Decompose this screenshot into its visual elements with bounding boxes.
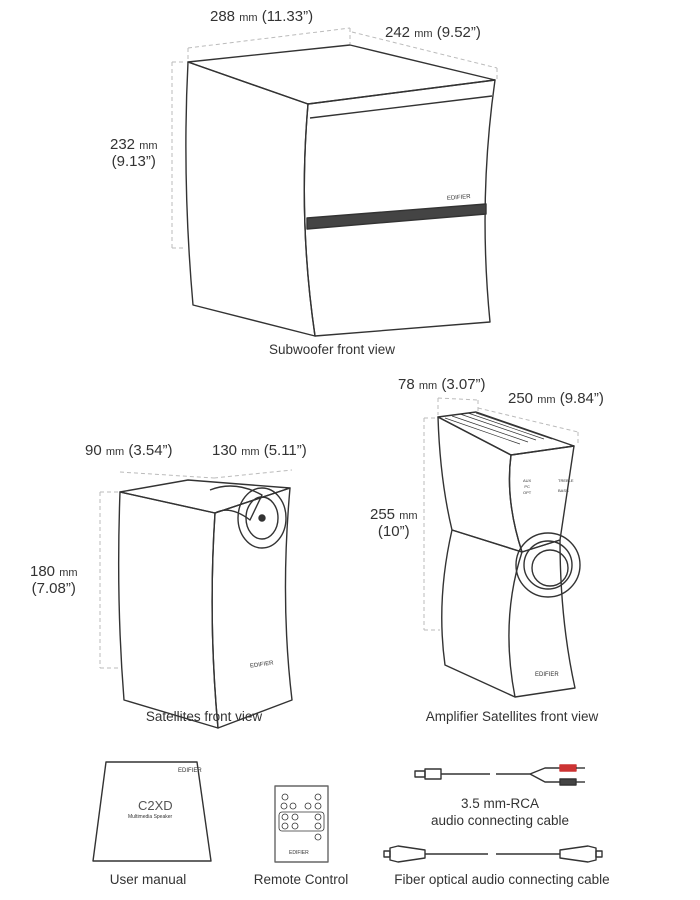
remote-control-drawing <box>274 785 329 863</box>
control-bass: BASS <box>558 488 569 493</box>
dim-value: 255 <box>370 506 396 523</box>
dim-inch: (10”) <box>377 523 410 540</box>
input-aux: AUX <box>523 478 532 483</box>
dim-unit: mm <box>241 446 260 458</box>
dim-inch: (11.33”) <box>261 8 314 25</box>
amplifier-drawing <box>437 411 581 698</box>
amplifier-width-label: 78 mm (3.07”) <box>398 376 486 393</box>
subwoofer-top <box>187 44 496 105</box>
dim-value: 250 <box>508 390 534 407</box>
subwoofer-band <box>306 203 487 230</box>
input-opt: OPT <box>523 490 532 495</box>
caption-line: audio connecting cable <box>430 813 570 828</box>
manual-brand: EDIFIER <box>178 768 202 774</box>
amplifier-dimension-lines <box>423 397 579 631</box>
dim-unit: mm <box>537 394 556 406</box>
rca-cable-caption: 3.5 mm-RCA audio connecting cable <box>431 795 569 829</box>
remote-brand: EDIFIER <box>289 850 309 856</box>
control-treble: TREBLE <box>558 478 574 483</box>
dim-value: 242 <box>385 24 411 41</box>
dim-unit: mm <box>139 140 158 152</box>
subwoofer-caption: Subwoofer front view <box>268 342 396 357</box>
amplifier-control-labels: TREBLE BASS <box>558 476 574 496</box>
dim-inch: (7.08”) <box>31 580 76 597</box>
subwoofer-front <box>303 79 496 337</box>
satellite-caption: Satellites front view <box>145 709 263 724</box>
input-pc: PC <box>524 484 530 489</box>
dim-value: 78 <box>398 376 415 393</box>
dim-unit: mm <box>418 380 438 392</box>
user-manual-drawing <box>92 761 212 862</box>
caption-line: 3.5 mm-RCA <box>460 796 540 811</box>
subwoofer-depth-label: 242 mm (9.52”) <box>385 24 481 41</box>
satellite-depth-label: 90 mm (3.54”) <box>85 442 173 459</box>
dim-unit: mm <box>105 446 125 458</box>
rca-cable-drawing <box>414 764 585 786</box>
optical-cable-caption: Fiber optical audio connecting cable <box>394 872 610 887</box>
dim-unit: mm <box>399 510 418 522</box>
dim-inch: (3.07”) <box>441 376 486 393</box>
dim-value: 288 <box>210 8 236 25</box>
amplifier-caption: Amplifier Satellites front view <box>425 709 599 724</box>
dim-inch: (9.13”) <box>111 153 156 170</box>
dim-unit: mm <box>239 12 258 24</box>
subwoofer-width-label: 288 mm (11.33”) <box>210 8 313 25</box>
dim-unit: mm <box>414 28 433 40</box>
dim-inch: (9.84”) <box>559 390 604 407</box>
dim-value: 180 <box>30 563 56 580</box>
satellite-width-label: 130 mm (5.11”) <box>212 442 307 459</box>
dim-value: 130 <box>212 442 238 459</box>
manual-subtitle: Multimedia Speaker <box>128 814 173 820</box>
dim-value: 90 <box>85 442 102 459</box>
dim-unit: mm <box>59 567 78 579</box>
manual-model: C2XD <box>138 798 173 813</box>
remote-caption: Remote Control <box>253 872 349 887</box>
dim-value: 232 <box>110 136 136 153</box>
amplifier-height-label: 255 mm(10”) <box>370 506 418 540</box>
dim-inch: (9.52”) <box>436 24 481 41</box>
satellite-dimension-lines <box>99 469 293 669</box>
dim-inch: (3.54”) <box>128 442 173 459</box>
dim-inch: (5.11”) <box>263 442 307 459</box>
subwoofer-side <box>185 61 316 337</box>
subwoofer-dimension-lines <box>171 27 498 249</box>
satellite-drawing <box>117 479 293 729</box>
subwoofer-height-label: 232 mm(9.13”) <box>110 136 158 170</box>
amplifier-depth-label: 250 mm (9.84”) <box>508 390 604 407</box>
subwoofer-drawing <box>185 44 496 337</box>
optical-cable-drawing <box>383 845 603 863</box>
satellite-height-label: 180 mm(7.08”) <box>30 563 78 597</box>
amplifier-brand: EDIFIER <box>535 672 559 678</box>
manual-caption: User manual <box>109 872 187 887</box>
